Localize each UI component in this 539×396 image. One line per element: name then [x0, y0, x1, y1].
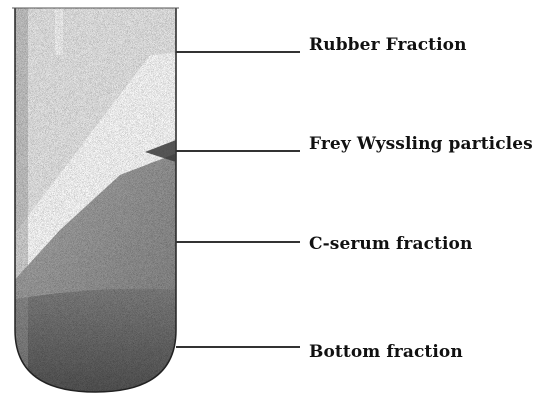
frey-wyssling-label: Frey Wyssling particles: [309, 134, 533, 154]
rubber-fraction-label: Rubber Fraction: [309, 35, 467, 55]
bottom-fraction-label: Bottom fraction: [309, 342, 463, 362]
bottom-layer: [10, 289, 185, 396]
cserum-fraction-label: C-serum fraction: [309, 234, 472, 254]
